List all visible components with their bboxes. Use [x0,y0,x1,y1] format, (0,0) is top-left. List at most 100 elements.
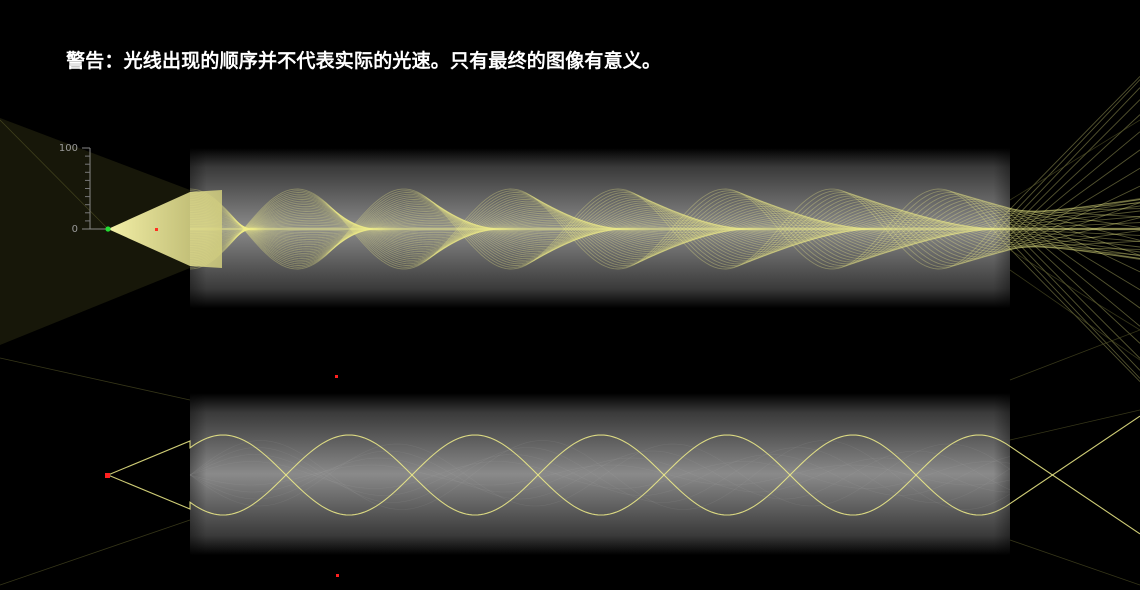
ray-path [189,214,1011,244]
exit-ray [1009,241,1140,259]
fiber-bottom[interactable] [190,393,1010,555]
exit-ray [1009,114,1140,236]
exit-ray [1009,209,1140,218]
ray-path [189,197,1011,261]
ray-path [189,195,1011,263]
stray-ray [0,519,191,586]
exit-ray [1009,232,1140,253]
light-source-point[interactable] [105,226,111,232]
exit-ray [1009,229,1140,236]
ray-path [189,198,1011,260]
ray-path [190,218,1011,240]
exit-ray [1009,207,1140,256]
ray-path [189,216,1011,242]
exit-ray [1009,217,1140,251]
scale-top-label: 100 [59,143,78,154]
faint-ray [189,447,1011,503]
wide-light-cone [0,118,190,345]
exit-ray [1009,237,1140,259]
exit-ray [1009,199,1140,217]
ray-path [189,202,1011,256]
exit-ray [1009,201,1140,224]
faint-ray [189,461,1011,489]
warning-text: 警告：光线出现的顺序并不代表实际的光速。只有最终的图像有意义。 [66,50,662,72]
ray-path [189,207,1011,251]
exit-ray [1009,241,1140,379]
ray-path [189,207,1011,251]
marker-dot[interactable] [336,574,339,577]
exit-ray [1009,207,1140,241]
ray-path [189,212,1011,246]
exit-ray [1009,131,1140,241]
marker-dot[interactable] [335,375,338,378]
exit-ray [1009,245,1140,250]
exit-ray [1009,211,1140,291]
ray-path [189,205,1011,253]
entrance-light-cone [108,190,222,268]
faint-ray [189,457,1011,493]
stray-ray [0,357,191,401]
ray-path [189,188,1011,270]
exit-ray [1009,234,1140,257]
exit-ray [1009,229,1140,242]
ray-path [189,193,1011,265]
guided-ray [107,434,1140,535]
scale-ruler[interactable]: 100 0 [59,143,108,235]
ray-path [189,190,1011,268]
exit-ray [1009,240,1140,249]
exit-ray [1009,185,1140,249]
ray-path [189,216,1011,242]
ray-path [189,202,1011,256]
ray-path [189,195,1011,263]
exit-ray [1009,209,1140,273]
ray-bundle-exit [1009,76,1140,382]
exit-ray [1009,213,1140,309]
stray-ray [1009,249,1140,331]
exit-ray [1009,149,1140,245]
ray-path [189,221,1011,237]
ray-path [189,204,1011,254]
exit-ray [1009,216,1140,229]
stray-ray [1009,269,1140,361]
exit-ray [1009,222,1140,344]
faint-ray [189,443,1011,507]
ray-path [189,221,1011,237]
stray-ray [1009,409,1140,441]
light-source-point-bottom[interactable] [105,473,110,478]
exit-ray [1009,202,1140,215]
ray-path [189,214,1011,244]
ray-path [189,198,1011,260]
exit-ray [1009,199,1140,221]
ray-path [190,219,1011,239]
stray-ray [1009,539,1140,586]
ray-path [189,197,1011,261]
ray-path [189,200,1011,258]
ray-path [189,200,1011,258]
exit-ray [1009,167,1140,247]
exit-ray [1009,208,1140,228]
ray-path [189,190,1011,268]
exit-ray [1009,228,1140,359]
ray-bundle-bottom [107,415,1140,535]
ray-path [190,219,1011,239]
exit-ray [1009,239,1140,260]
exit-ray [1009,210,1140,227]
ray-path [189,192,1011,266]
exit-ray [1009,230,1140,250]
scale-zero-label: 0 [72,224,78,235]
ray-path [189,193,1011,265]
ray-path [189,212,1011,246]
exit-ray [1009,231,1140,248]
marker-dot[interactable] [155,228,158,231]
exit-ray [1009,202,1140,251]
exit-ray [1009,205,1140,226]
stray-ray [1009,329,1140,381]
exit-ray [1009,222,1140,229]
ray-path [189,188,1011,270]
ray-bundle-top [189,188,1140,270]
exit-ray [1009,198,1140,219]
exit-ray [1009,99,1140,230]
ray-path [190,218,1011,240]
